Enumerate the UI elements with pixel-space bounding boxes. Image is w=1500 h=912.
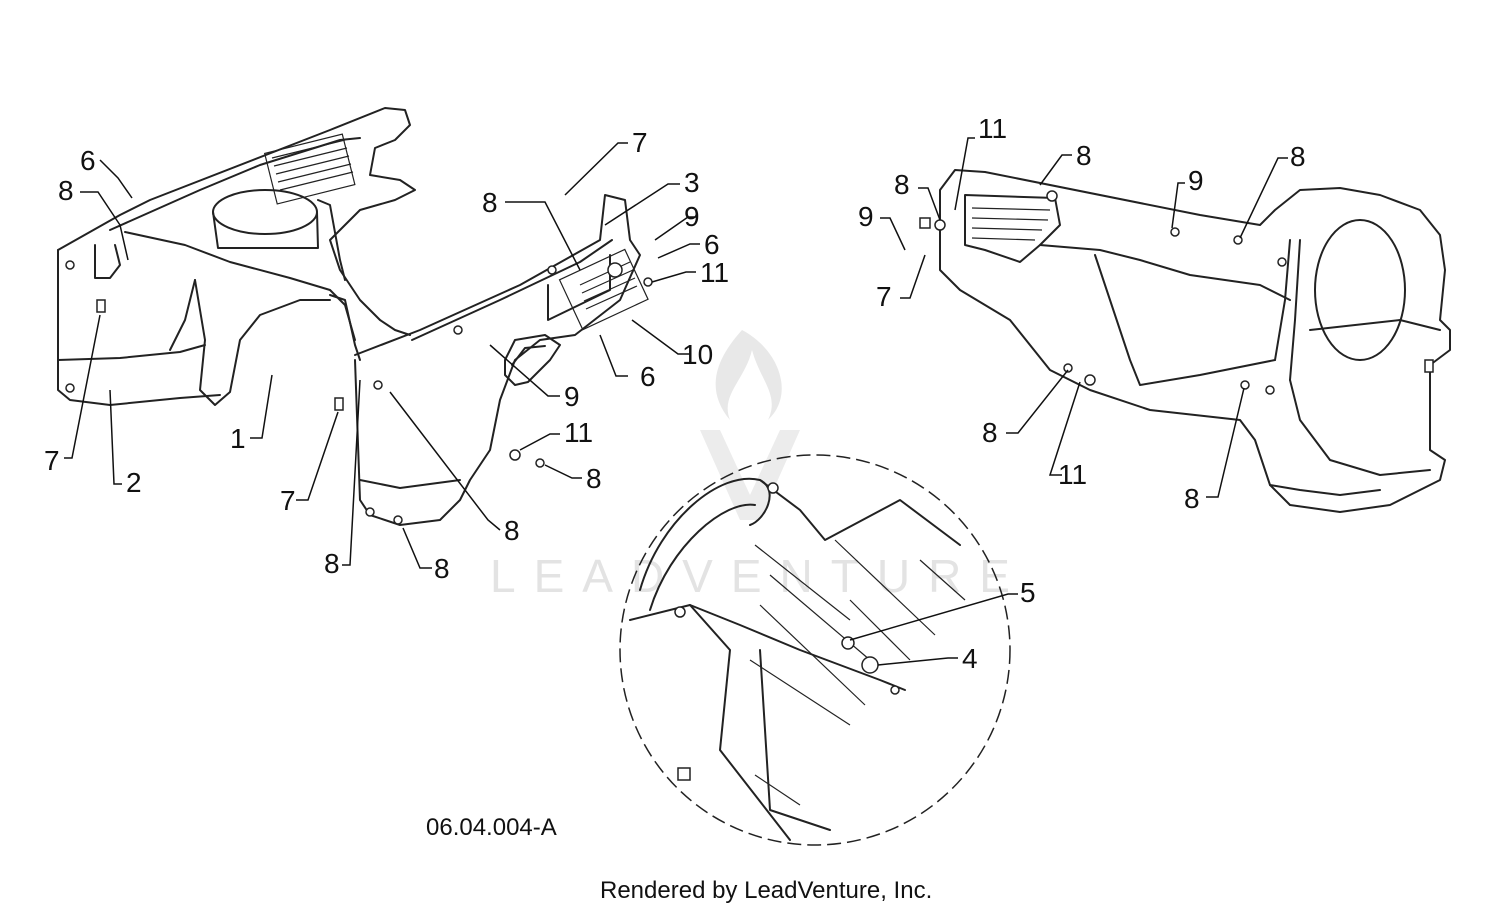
- callout-label: 9: [684, 201, 700, 232]
- side-panel-left: [354, 194, 653, 526]
- callout-label: 8: [1076, 140, 1092, 171]
- callouts: 6 8 7 2 1 7 8 8 8 3 7 9 6 11 10 6 9 11 8…: [44, 113, 1306, 674]
- watermark-v-icon: [700, 430, 800, 520]
- callout-label: 11: [978, 113, 1007, 144]
- detail-boundary: [619, 454, 1011, 846]
- callout-label: 8: [482, 187, 498, 218]
- callout-label: 11: [564, 417, 593, 448]
- drawing-code: 06.04.004-A: [426, 814, 557, 841]
- callout-label: 7: [876, 281, 892, 312]
- callout-label: 9: [564, 381, 580, 412]
- callout-label: 1: [230, 423, 246, 454]
- callout-label: 6: [80, 145, 96, 176]
- callout-label: 10: [682, 339, 713, 370]
- render-credit: Rendered by LeadVenture, Inc.: [600, 877, 932, 904]
- callout-label: 8: [1184, 483, 1200, 514]
- callout-label: 7: [632, 127, 648, 158]
- callout-label: 11: [1058, 459, 1087, 490]
- callout-label: 6: [704, 229, 720, 260]
- callout-label: 8: [586, 463, 602, 494]
- callout-label: 7: [44, 445, 60, 476]
- watermark-flame-icon: [715, 330, 782, 420]
- callout-label: 8: [434, 553, 450, 584]
- callout-label: 7: [280, 485, 296, 516]
- callout-label: 8: [504, 515, 520, 546]
- callout-label: 6: [640, 361, 656, 392]
- hood-left-assembly: [57, 107, 416, 411]
- callout-label: 2: [126, 467, 142, 498]
- leader-lines: [64, 137, 1288, 666]
- callout-label: 5: [1020, 577, 1036, 608]
- callout-label: 4: [962, 643, 978, 674]
- callout-label: 8: [982, 417, 998, 448]
- callout-label: 8: [58, 175, 74, 206]
- callout-label: 9: [858, 201, 874, 232]
- callout-label: 8: [894, 169, 910, 200]
- hood-right-assembly: [919, 169, 1451, 513]
- callout-label: 8: [1290, 141, 1306, 172]
- callout-label: 9: [1188, 165, 1204, 196]
- callout-label: 11: [700, 257, 729, 288]
- callout-label: 3: [684, 167, 700, 198]
- callout-label: 8: [324, 548, 340, 579]
- watermark: LEADVENTURE: [490, 330, 1028, 602]
- detail-view: [619, 454, 1011, 846]
- watermark-text: LEADVENTURE: [490, 550, 1028, 602]
